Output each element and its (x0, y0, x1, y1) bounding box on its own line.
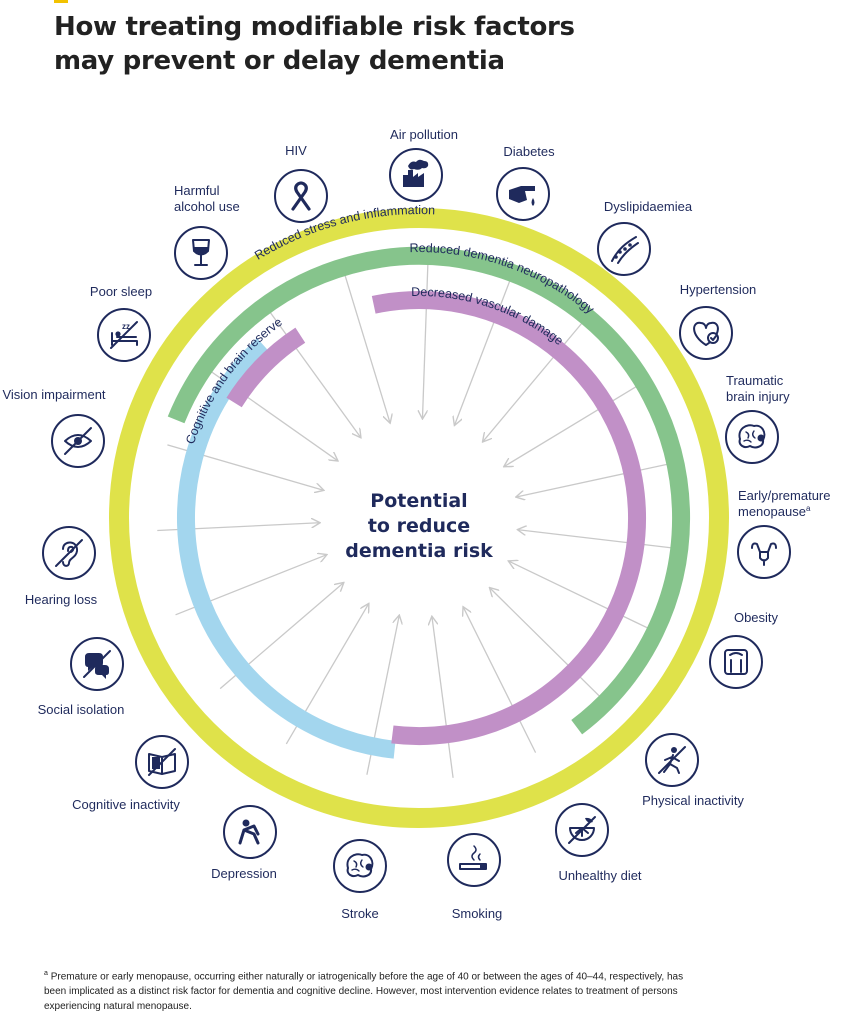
factory-pollution-icon (403, 159, 429, 187)
arc-neuropathology: Reduced dementia neuropathology (167, 241, 691, 735)
arc-vascular-segment (226, 327, 306, 408)
risk-factor-label: Cognitive inactivity (72, 797, 180, 812)
risk-factor-stroke: Stroke (333, 839, 387, 921)
arrow-8 (463, 608, 537, 753)
risk-factor-circle (333, 839, 387, 893)
arc-vascular-band (371, 291, 647, 746)
arrow-2 (483, 316, 588, 441)
arrow-3 (505, 381, 644, 466)
arrow-7 (490, 588, 606, 703)
risk-factor-unhealthy-diet: Unhealthy diet (555, 803, 642, 883)
arrow-0 (422, 256, 429, 418)
no-chat-icon (83, 650, 111, 679)
risk-factor-circle (725, 410, 779, 464)
arrow-1 (455, 273, 514, 424)
risk-factor-air-pollution: Air pollution (389, 127, 458, 202)
risk-factors-layer: Air pollutionDiabetesDyslipidaemieaHyper… (2, 127, 830, 921)
risk-factor-label: Obesity (734, 610, 779, 625)
risk-factor-label: Stroke (341, 906, 379, 921)
arc-stress-band (109, 208, 729, 828)
risk-factor-label: Unhealthy diet (558, 868, 641, 883)
ribbon-icon (291, 181, 311, 211)
arrow-18 (342, 267, 390, 422)
risk-factor-hypertension: Hypertension (679, 282, 757, 360)
center-text: Potential to reduce dementia risk (345, 490, 493, 562)
risk-factor-label: Physical inactivity (642, 793, 744, 808)
risk-factor-label: Poor sleep (90, 284, 152, 299)
risk-factor-physical-inactivity: Physical inactivity (642, 733, 744, 808)
risk-factor-label: Smoking (452, 906, 503, 921)
risk-factor-diabetes: Diabetes (496, 144, 555, 221)
risk-factor-label: Social isolation (38, 702, 125, 717)
risk-factor-hearing-loss: Hearing loss (25, 526, 98, 607)
risk-factor-circle (679, 306, 733, 360)
blood-vessel-icon (611, 236, 639, 264)
risk-factor-label: Harmful (174, 183, 220, 198)
no-eye-icon (64, 427, 92, 455)
title-line-1: How treating modifiable risk factors (54, 12, 575, 42)
heart-pressure-icon (693, 321, 719, 346)
top-accent-bar (54, 0, 68, 3)
brain-injury-icon (738, 424, 766, 449)
risk-factor-vision-impairment: Vision impairment (2, 387, 106, 468)
risk-factor-smoking: Smoking (447, 833, 503, 921)
uterus-icon (751, 542, 777, 566)
arrow-9 (432, 617, 454, 778)
no-book-icon (148, 748, 176, 776)
risk-factor-label: Air pollution (390, 127, 458, 142)
arc-reserve-band (177, 338, 396, 759)
risk-factor-hiv: HIV (274, 143, 328, 223)
risk-factor-social-isolation: Social isolation (38, 637, 125, 717)
risk-factor-label: Depression (211, 866, 277, 881)
title-line-2: may prevent or delay dementia (54, 46, 505, 76)
arc-neuropathology-band (167, 246, 691, 735)
stroke-brain-icon (346, 853, 374, 878)
risk-factor-label-line2: menopausea (738, 504, 811, 519)
risk-factor-obesity: Obesity (709, 610, 779, 689)
hearing-loss-icon (55, 539, 83, 567)
risk-factor-circle (709, 635, 763, 689)
risk-factor-label: Vision impairment (2, 387, 105, 402)
arrow-17 (264, 305, 360, 437)
center-line-2: to reduce (368, 515, 470, 537)
risk-factor-label: Dyslipidaemiea (604, 199, 693, 214)
risk-factor-depression: Depression (211, 805, 277, 881)
page-title: How treating modifiable risk factors may… (54, 10, 575, 78)
risk-factor-poor-sleep: zz Poor sleep (90, 284, 152, 362)
arrow-4 (517, 461, 676, 497)
no-running-icon (658, 746, 686, 774)
wine-glass-icon (192, 239, 210, 266)
no-citrus-icon (568, 816, 596, 844)
svg-text:zz: zz (122, 322, 130, 331)
center-line-1: Potential (370, 490, 467, 512)
footnote-marker: a (44, 970, 48, 977)
finger-prick-icon (509, 186, 535, 206)
footnote: a Premature or early menopause, occurrin… (44, 966, 694, 1014)
risk-factor-label: HIV (285, 143, 307, 158)
risk-factor-label: Traumatic (726, 373, 784, 388)
risk-factor-label: Diabetes (503, 144, 555, 159)
risk-factor-label: Hypertension (680, 282, 757, 297)
risk-factor-label-line2: brain injury (726, 389, 790, 404)
arrow-5 (518, 530, 680, 550)
arrow-6 (509, 561, 656, 633)
risk-factor-label: Early/premature (738, 488, 830, 503)
risk-factor-cognitive-inactivity: Cognitive inactivity (72, 735, 189, 812)
no-sleep-icon: zz (110, 321, 138, 349)
risk-factor-dyslipidaemiea: Dyslipidaemiea (597, 199, 693, 276)
center-line-3: dementia risk (345, 540, 493, 562)
risk-factor-label-line2: alcohol use (174, 199, 240, 214)
arc-reserve: Cognitive and brain reserve (177, 315, 396, 759)
risk-factor-label: Hearing loss (25, 592, 98, 607)
cigarette-icon (459, 845, 487, 870)
scale-icon (724, 649, 748, 675)
footnote-text: Premature or early menopause, occurring … (44, 971, 684, 1013)
depressed-person-icon (238, 819, 260, 845)
